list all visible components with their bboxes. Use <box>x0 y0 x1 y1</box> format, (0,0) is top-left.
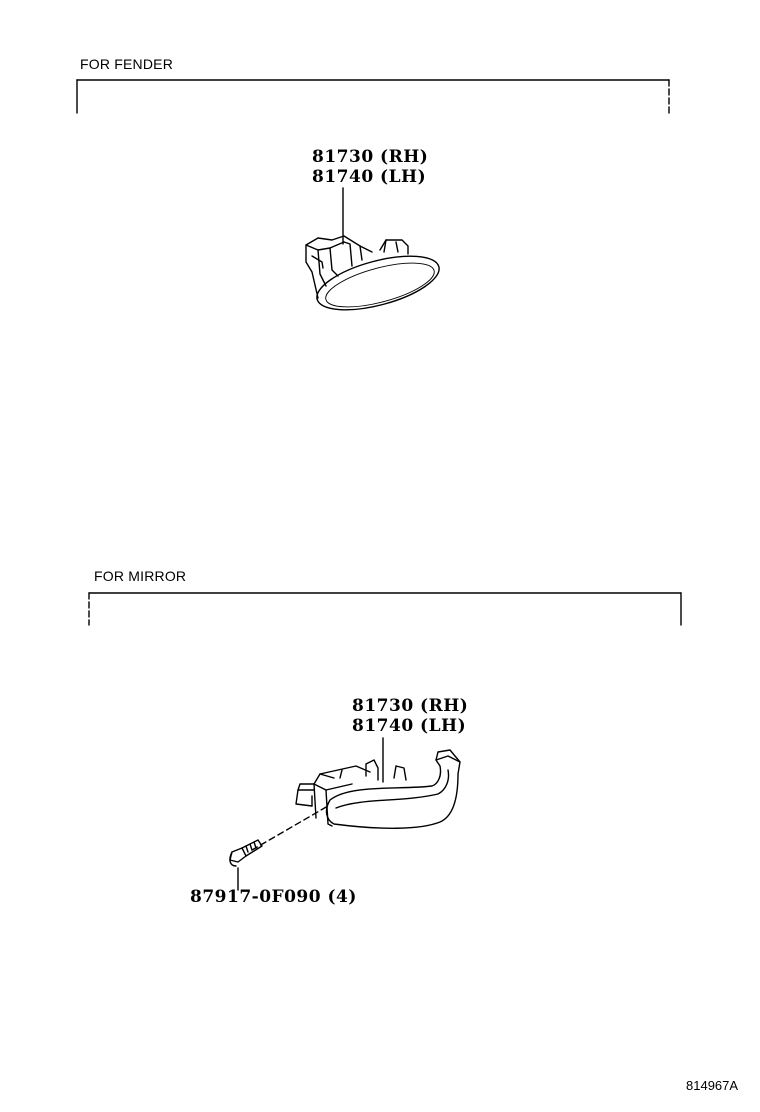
mirror-part-number-lh: 81740 (LH) <box>352 716 467 736</box>
mirror-section-title: FOR MIRROR <box>94 568 187 584</box>
mirror-part-number-rh: 81730 (RH) <box>352 696 469 716</box>
screw-part-number: 87917-0F090 (4) <box>190 887 357 907</box>
fender-part-number-rh: 81730 (RH) <box>312 147 429 167</box>
mirror-turn-signal-lamp <box>251 737 461 851</box>
tapping-screw <box>229 839 263 891</box>
mirror-section-bracket <box>88 592 682 626</box>
fender-section-title: FOR FENDER <box>80 56 173 72</box>
fender-part-number-lh: 81740 (LH) <box>312 167 427 187</box>
fender-section-bracket <box>76 79 670 114</box>
fender-side-marker-lamp <box>305 187 440 311</box>
figure-id: 814967A <box>686 1078 739 1093</box>
